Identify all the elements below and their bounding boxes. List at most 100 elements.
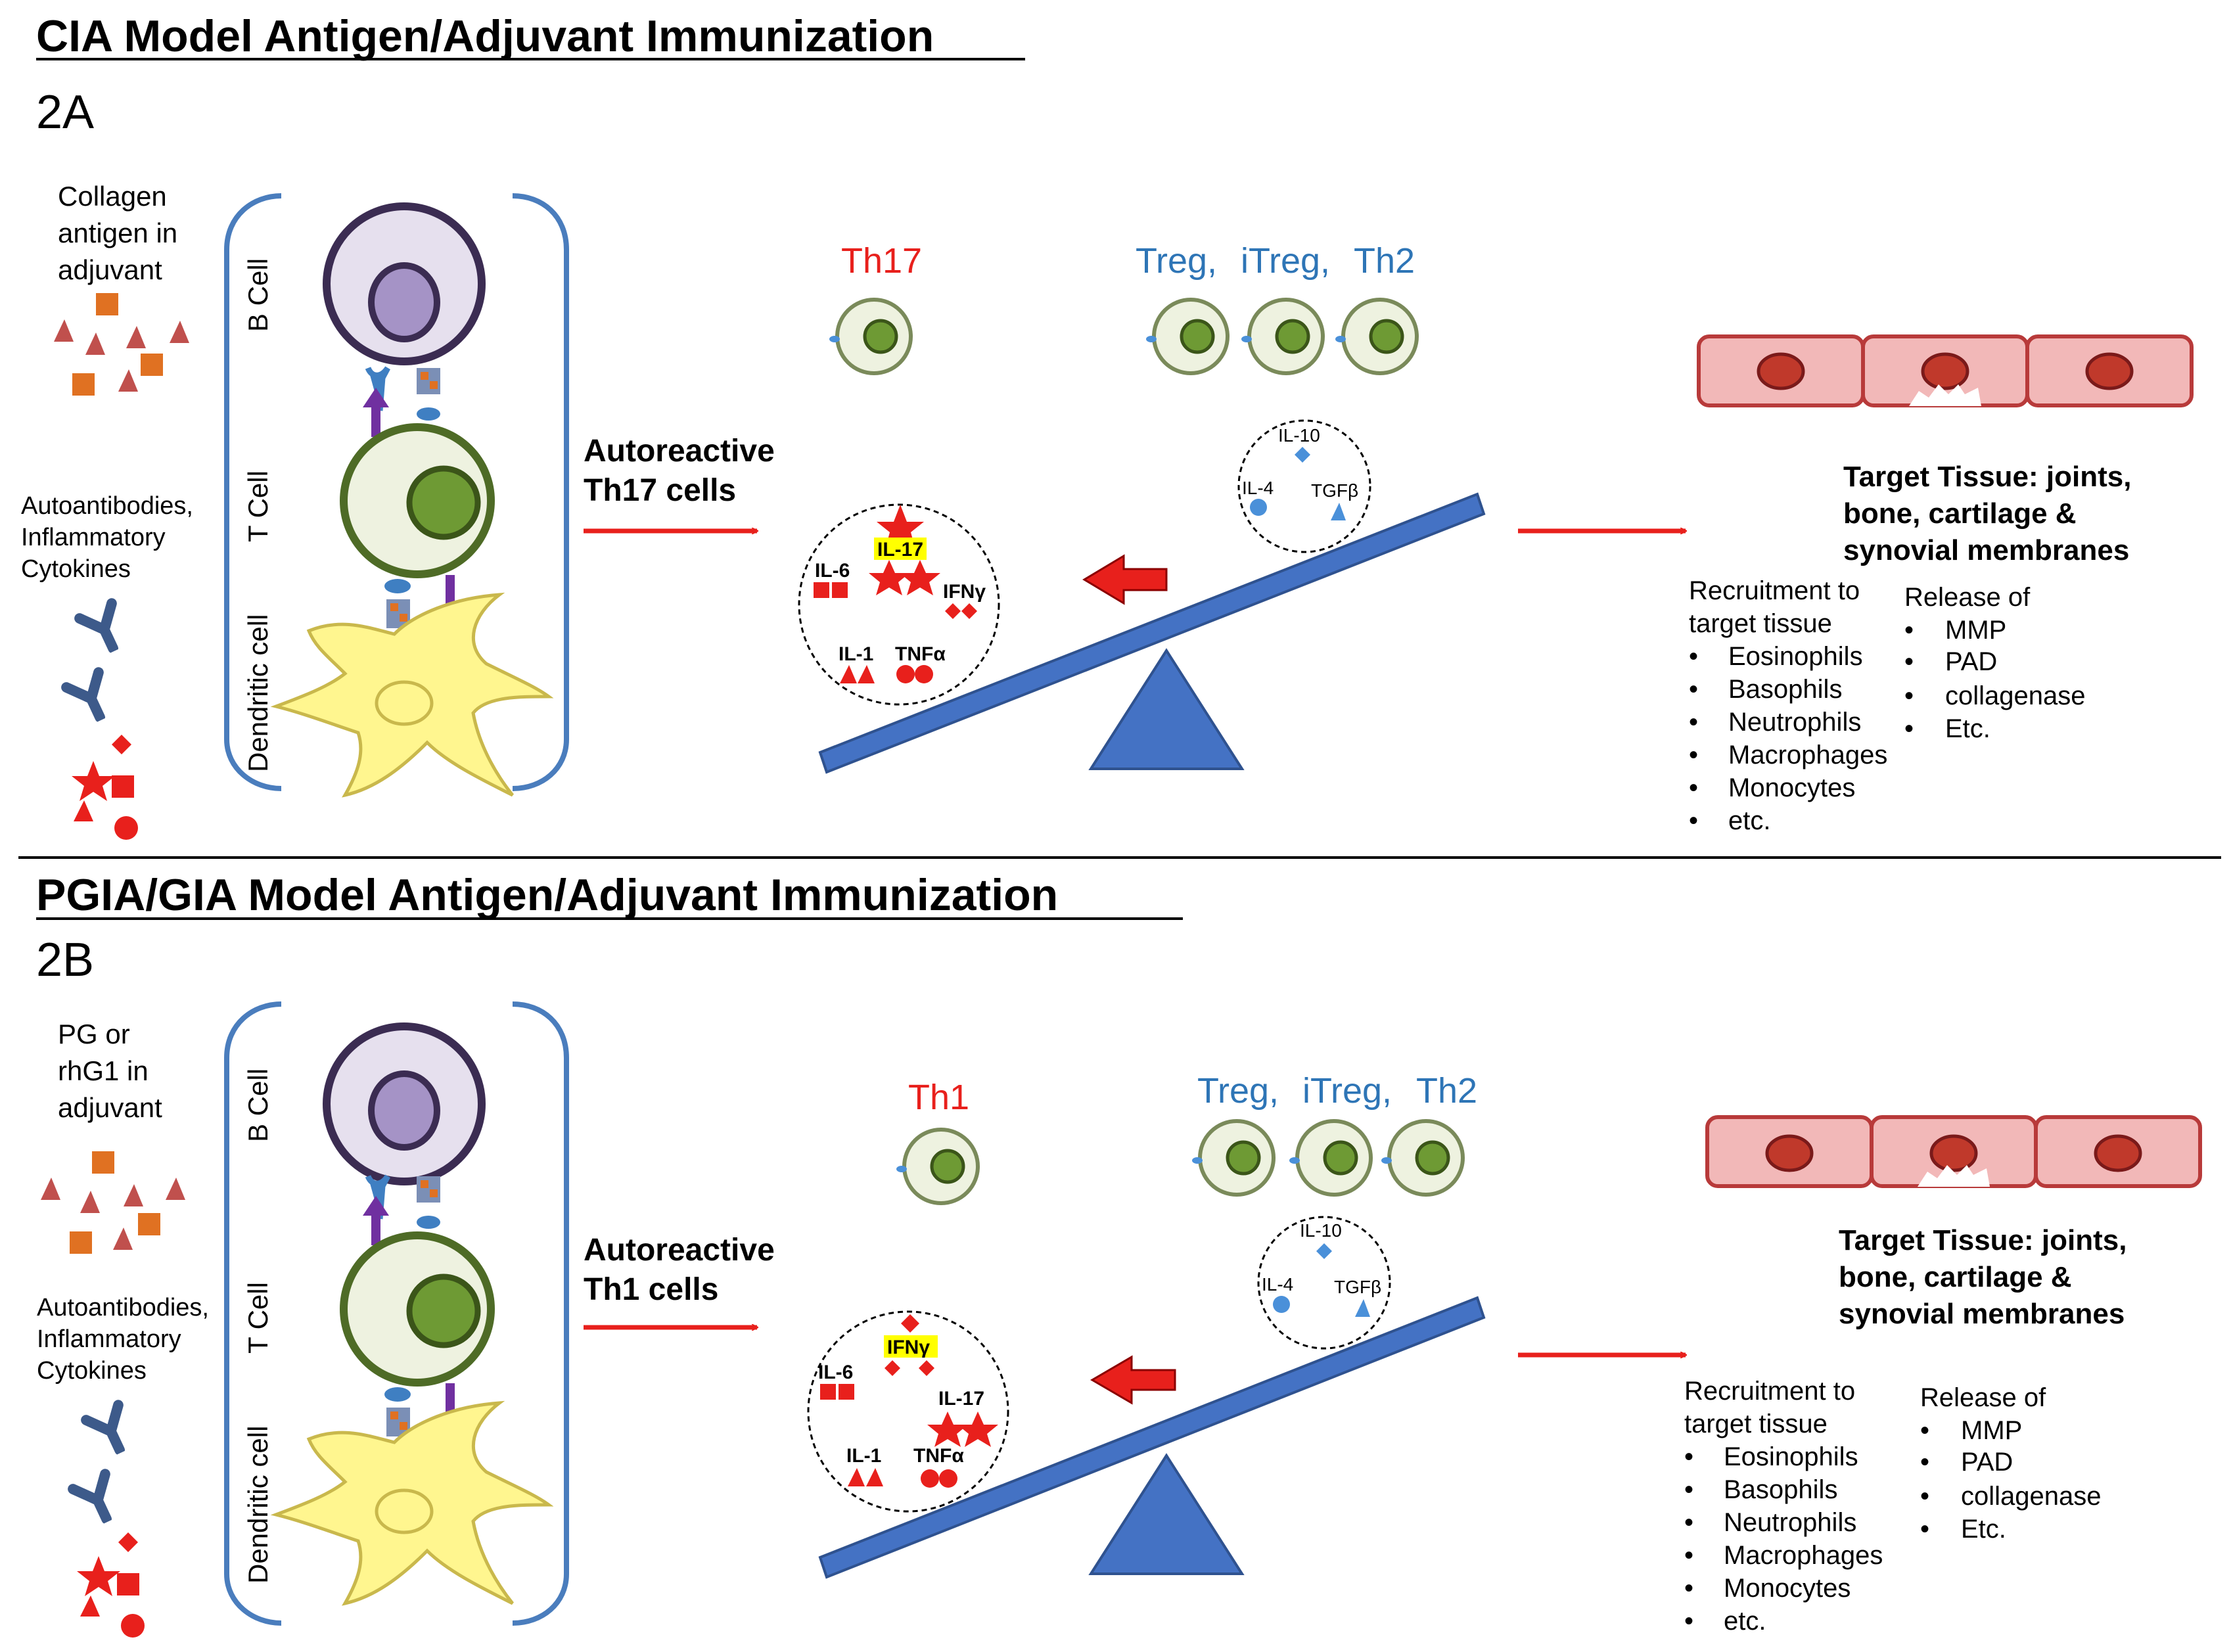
panel-label: 2A: [36, 86, 94, 139]
tissue-damage-icon: [1909, 384, 1981, 406]
autoantibody-label: Autoantibodies, Inflammatory Cytokines: [37, 1294, 216, 1385]
cytokine-label: IL-4: [1262, 1274, 1293, 1295]
recruitment-title: Recruitment to target tissue: [1689, 576, 1867, 638]
big-red-arrow: [1082, 554, 1168, 605]
highlight-cytokine-label: IL-17: [877, 539, 923, 561]
svg-text:•: •: [1684, 1607, 1693, 1636]
red-triangle-icon: [74, 800, 93, 821]
orange-square-icon: [96, 293, 118, 315]
cytokine-label: TGFβ: [1334, 1277, 1381, 1297]
antigen-shapes: [54, 293, 189, 396]
orange-square-icon: [138, 1213, 160, 1235]
cytokine-label: IL-17: [938, 1388, 984, 1410]
target-tissue-label: Target Tissue: joints, bone, cartilage &…: [1839, 1224, 2135, 1330]
regulatory-cells-label: Treg, iTreg, Th2: [1136, 241, 1415, 281]
autoreactive-label: Autoreactive Th17 cells: [584, 434, 783, 508]
svg-text:•: •: [1689, 741, 1698, 769]
list-item: Eosinophils: [1728, 642, 1863, 671]
svg-text:•: •: [1920, 1482, 1929, 1511]
right-bracket: [512, 193, 569, 791]
dendritic-cell-label: Dendritic cell: [242, 1426, 273, 1584]
svg-text:•: •: [1684, 1541, 1693, 1570]
seesaw-beam: [818, 492, 1486, 774]
orange-square-icon: [70, 1231, 92, 1254]
panel-heading: PGIA/GIA Model Antigen/Adjuvant Immuniza…: [36, 870, 1058, 920]
autoantibody-label: Autoantibodies, Inflammatory Cytokines: [21, 492, 200, 583]
panel-2a: CIA Model Antigen/Adjuvant Immunization …: [21, 11, 2194, 840]
cytokine-label: IL-10: [1300, 1220, 1342, 1241]
red-triangle-icon: [54, 319, 74, 342]
svg-text:•: •: [1920, 1416, 1929, 1445]
svg-text:•: •: [1689, 773, 1698, 802]
list-item: Macrophages: [1724, 1541, 1883, 1570]
antigen-label: Collagen antigen in adjuvant: [58, 181, 185, 285]
list-item: PAD: [1961, 1448, 2013, 1477]
cytokine-label: IL-10: [1278, 425, 1320, 446]
cytokine-label: IL-1: [839, 643, 873, 665]
cytokine-label: IL-4: [1242, 478, 1274, 498]
antibody-icon: [66, 672, 116, 725]
b-cell-receptor: [365, 366, 390, 411]
svg-text:•: •: [1904, 647, 1914, 676]
effector-cytokine-circle: [798, 503, 1000, 706]
right-bracket: [512, 1001, 569, 1626]
recruitment-list: •Eosinophils •Basophils •Neutrophils •Ma…: [1689, 642, 1887, 835]
effector-cell-label: Th17: [841, 241, 922, 281]
antibody-icons: [66, 603, 129, 725]
svg-text:•: •: [1689, 708, 1698, 737]
orange-square-icon: [92, 1151, 114, 1174]
panel-label: 2B: [36, 934, 94, 986]
list-item: Monocytes: [1724, 1574, 1851, 1603]
b-cell-label: B Cell: [242, 258, 273, 332]
list-item: Etc.: [1945, 714, 1990, 743]
t-cell-nucleus: [406, 1273, 481, 1348]
cytokine-label: TNFα: [913, 1445, 964, 1467]
cytokine-shapes: [72, 735, 138, 840]
red-square-icon: [112, 775, 134, 798]
regulatory-cells: [1146, 298, 1419, 375]
svg-text:•: •: [1920, 1448, 1929, 1477]
recruitment-title: Recruitment to target tissue: [1684, 1377, 1862, 1438]
b-cell-nucleus: [368, 1070, 440, 1151]
red-star-icon: [72, 761, 115, 801]
cytokine-label: IL-1: [846, 1445, 881, 1467]
svg-text:•: •: [1689, 642, 1698, 671]
svg-text:•: •: [1920, 1515, 1929, 1544]
svg-text:•: •: [1904, 616, 1914, 645]
red-triangle-icon: [126, 326, 146, 348]
svg-text:•: •: [1689, 675, 1698, 704]
list-item: Neutrophils: [1724, 1508, 1856, 1537]
list-item: Eosinophils: [1724, 1442, 1858, 1471]
tissue-damage-icon: [1918, 1165, 1990, 1187]
list-item: Basophils: [1728, 675, 1842, 704]
release-title: Release of: [1920, 1383, 2046, 1412]
svg-text:•: •: [1904, 681, 1914, 710]
panel-heading: CIA Model Antigen/Adjuvant Immunization: [36, 11, 934, 61]
seesaw-beam: [818, 1296, 1486, 1579]
effector-cytokine-circle: [807, 1310, 1009, 1513]
dendritic-cell-label: Dendritic cell: [242, 614, 273, 772]
autoreactive-label: Autoreactive Th1 cells: [584, 1233, 783, 1307]
svg-text:•: •: [1684, 1508, 1693, 1537]
svg-text:•: •: [1689, 806, 1698, 835]
list-item: Basophils: [1724, 1475, 1837, 1504]
release-list: •MMP •PAD •collagenase •Etc.: [1920, 1416, 2102, 1544]
list-item: collagenase: [1945, 681, 2086, 710]
regulatory-cells-label: Treg, iTreg, Th2: [1197, 1071, 1477, 1111]
list-item: etc.: [1724, 1607, 1766, 1636]
cytokine-label: IFNγ: [943, 581, 986, 603]
antibody-icons: [73, 1405, 136, 1526]
antigen-label: PG or rhG1 in adjuvant: [58, 1019, 162, 1123]
t-cell-label: T Cell: [242, 470, 273, 542]
target-tissue-label: Target Tissue: joints, bone, cartilage &…: [1843, 461, 2140, 566]
release-list: •MMP •PAD •collagenase •Etc.: [1904, 616, 2086, 743]
highlight-cytokine-label: IFNγ: [887, 1337, 930, 1358]
red-triangle-icon: [118, 369, 138, 392]
list-item: PAD: [1945, 647, 1997, 676]
antibody-icon: [80, 603, 129, 656]
seesaw-fulcrum: [1088, 1453, 1245, 1575]
release-title: Release of: [1904, 583, 2031, 612]
red-diamond-icon: [112, 735, 131, 754]
cytokine-label: IL-6: [818, 1362, 853, 1383]
